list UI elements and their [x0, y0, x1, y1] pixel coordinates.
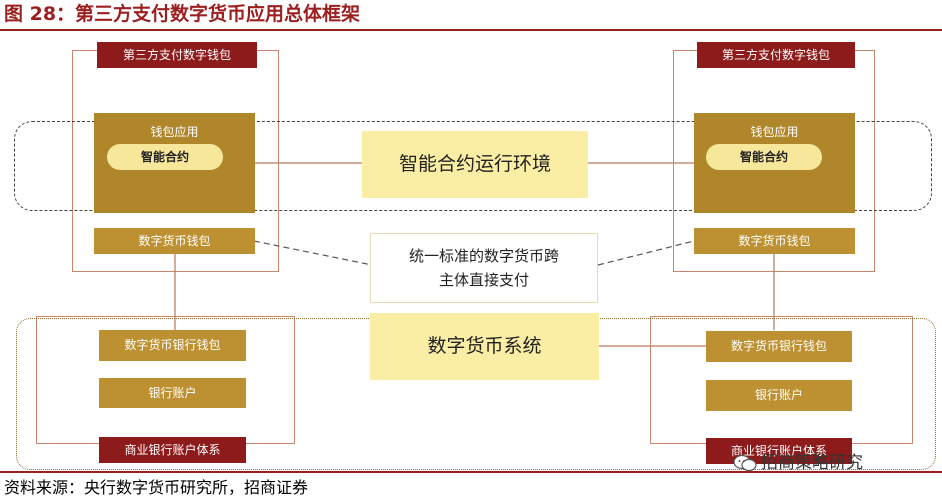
- left-smart-contract-pill: 智能合约: [107, 144, 223, 170]
- unified-payment-line2: 主体直接支付: [438, 271, 529, 289]
- source-rule: [0, 471, 942, 473]
- right-wallet-app-label: 钱包应用: [750, 125, 799, 139]
- left-bank-account-box: 银行账户: [99, 378, 246, 408]
- right-bank-system-label: 商业银行账户体系: [706, 438, 852, 464]
- wechat-icon: [733, 454, 757, 472]
- currency-system-box: 数字货币系统: [370, 313, 599, 380]
- figure-title: 图 28：第三方支付数字货币应用总体框架: [4, 3, 361, 25]
- figure-source: 资料来源：央行数字货币研究所，招商证券: [4, 478, 309, 497]
- unified-payment-box: 统一标准的数字货币跨 主体直接支付: [370, 233, 598, 303]
- contract-env-box: 智能合约运行环境: [362, 131, 588, 198]
- left-wallet-app-panel: 钱包应用 智能合约: [94, 113, 255, 213]
- left-bank-wallet-box: 数字货币银行钱包: [99, 330, 246, 361]
- left-bank-system-label: 商业银行账户体系: [99, 437, 246, 463]
- watermark: 招商策略研究: [733, 451, 863, 475]
- title-rule: [0, 29, 942, 31]
- watermark-text: 招商策略研究: [761, 453, 863, 473]
- right-wallet-app-panel: 钱包应用 智能合约: [694, 113, 855, 213]
- left-wallet-app-label: 钱包应用: [150, 125, 199, 139]
- right-smart-contract-pill: 智能合约: [706, 144, 822, 170]
- unified-payment-line1: 统一标准的数字货币跨: [408, 247, 559, 265]
- contract-env-band: [14, 121, 932, 211]
- right-digital-wallet-box: 数字货币钱包: [694, 228, 855, 254]
- right-wallet-header: 第三方支付数字钱包: [697, 42, 855, 68]
- left-digital-wallet-box: 数字货币钱包: [94, 228, 255, 254]
- right-bank-account-box: 银行账户: [706, 380, 852, 411]
- left-wallet-header: 第三方支付数字钱包: [97, 42, 257, 68]
- right-bank-wallet-box: 数字货币银行钱包: [706, 331, 852, 362]
